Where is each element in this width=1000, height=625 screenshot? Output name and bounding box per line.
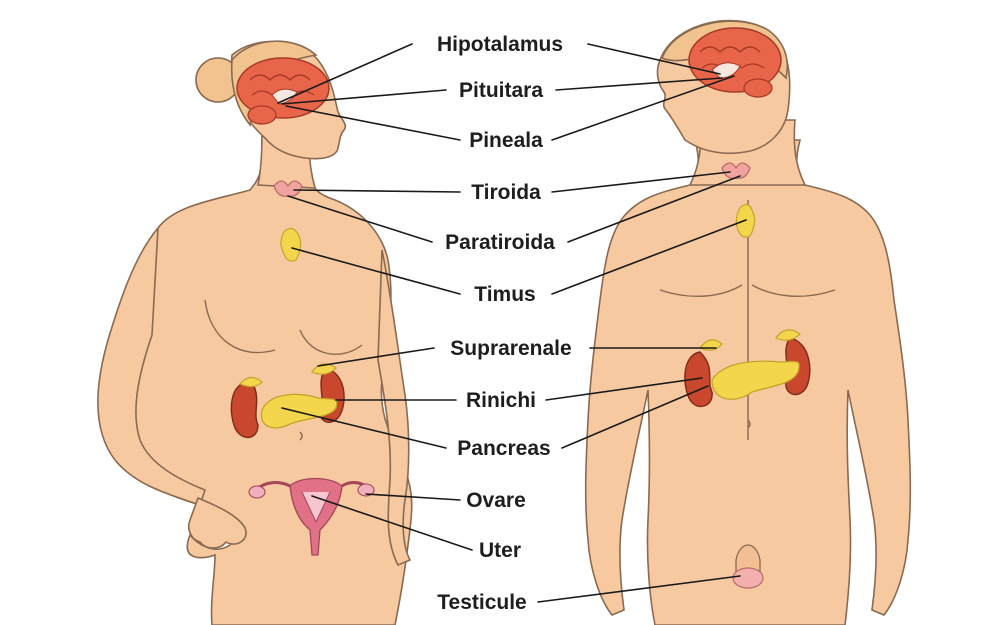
label-thymus: Timus (474, 283, 535, 306)
female-body (126, 147, 413, 625)
leader-lines (277, 43, 747, 603)
leader-thymus-male (551, 219, 747, 295)
male-thyroid (721, 162, 751, 179)
label-pituitary: Pituitara (459, 79, 543, 102)
female-brain (236, 57, 330, 125)
label-parathyroid: Paratiroida (445, 231, 555, 254)
male-adrenal-right (775, 329, 801, 341)
leader-thyroid-female (293, 189, 461, 193)
leader-kidney-male (545, 377, 703, 401)
label-uterus: Uter (479, 539, 521, 562)
female-navel (299, 431, 303, 441)
label-testicles: Testicule (437, 591, 526, 614)
leader-testicles (537, 575, 741, 603)
leader-pancreas-female (281, 407, 447, 449)
leader-hypothalamus-male (587, 43, 721, 75)
leader-thyroid-male (551, 171, 731, 193)
leader-ovaries (365, 493, 461, 501)
female-kidney-left (230, 381, 259, 439)
female-hand (187, 496, 247, 549)
leader-thymus-female (291, 247, 461, 295)
female-adrenal-left (239, 376, 263, 388)
leader-pituitary-male (555, 77, 723, 91)
label-pineal: Pineala (469, 129, 543, 152)
leader-pancreas-male (561, 385, 709, 449)
label-kidneys: Rinichi (466, 389, 536, 412)
female-chest-contour (204, 299, 363, 355)
label-hypothalamus: Hipotalamus (437, 33, 563, 56)
female-figure (97, 40, 413, 625)
male-figure (584, 19, 912, 625)
male-genitals (732, 544, 764, 589)
labels: Hipotalamus Pituitara Pineala Tiroida Pa… (437, 33, 572, 614)
leader-uterus (311, 495, 473, 551)
label-thyroid: Tiroida (471, 181, 541, 204)
female-pancreas (260, 393, 338, 429)
male-pancreas (711, 360, 800, 400)
label-adrenal: Suprarenale (450, 337, 571, 360)
leader-adrenal-female (317, 347, 435, 367)
leader-pineal-female (285, 105, 461, 141)
leader-parathyroid-female (287, 195, 433, 243)
male-brain (688, 27, 782, 98)
female-right-arm (377, 249, 412, 567)
leader-pineal-male (551, 75, 735, 141)
leader-parathyroid-male (567, 175, 741, 243)
label-ovaries: Ovare (466, 489, 526, 512)
female-thyroid (273, 180, 303, 197)
leader-hypothalamus-female (277, 43, 413, 104)
male-chest-contour (659, 200, 836, 440)
leader-pituitary-female (281, 89, 447, 105)
female-left-arm (97, 225, 206, 507)
female-uterus (248, 477, 375, 556)
label-pancreas: Pancreas (457, 437, 550, 460)
female-thymus (280, 227, 302, 262)
male-navel (747, 419, 751, 429)
